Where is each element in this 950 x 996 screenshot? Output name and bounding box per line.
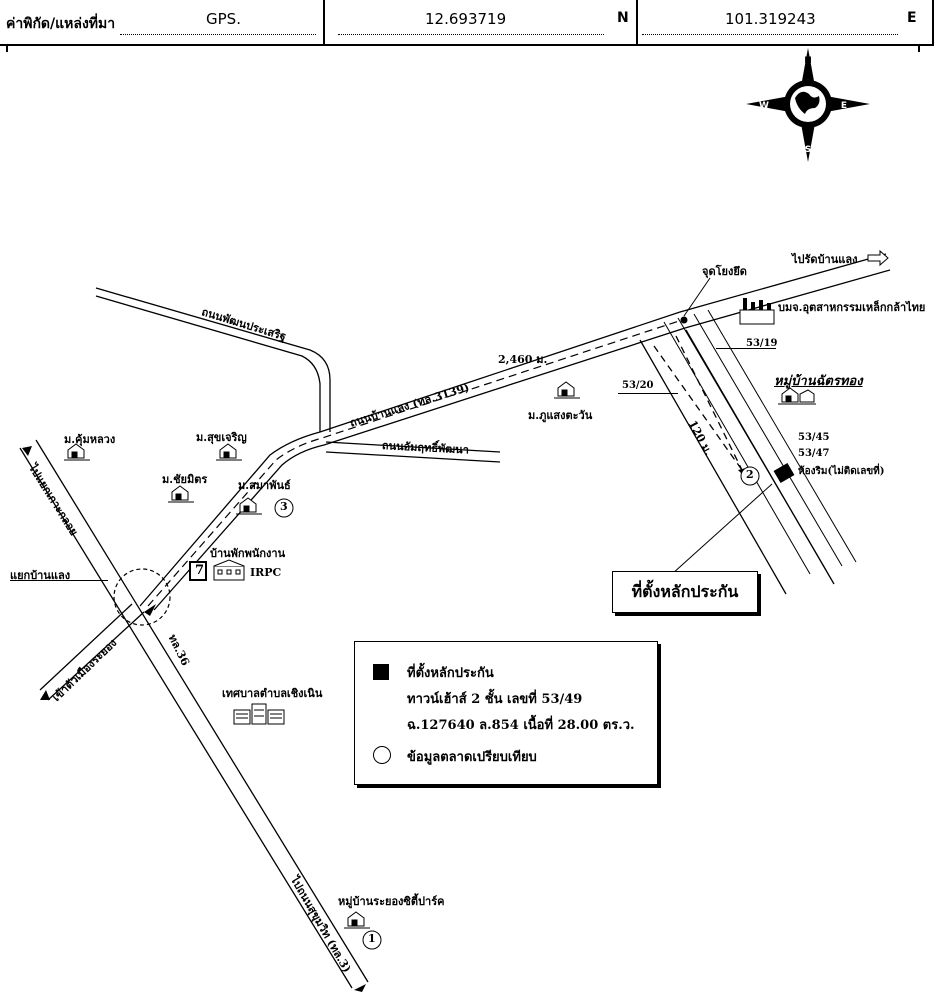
meeting-point-dot [680,316,688,324]
junction-label: แยกบ้านแลง [10,569,71,582]
marker-2-label: 2 [746,468,754,481]
steel-company-label: บมจ.อุตสาหกรรมเหล็กกล้าไทย [778,301,926,314]
latitude-value: 12.693719 [425,10,507,28]
map-legend: ที่ตั้งหลักประกัน ทาวน์เฮ้าส์ 2 ชั้น เลข… [354,641,658,785]
marker-3-label: 3 [280,500,288,513]
dotted-underline [120,34,316,35]
compass-e: E [841,101,847,111]
coordinate-header: ค่าพิกัด/แหล่งที่มา GPS. 12.693719 N 101… [0,0,934,46]
marker-circle-3 [274,498,294,518]
distance-main-label: 2,460 ม. [498,353,548,366]
road-highway-36 [19,439,369,989]
header-tick [918,44,920,52]
coordinate-source-label: ค่าพิกัด/แหล่งที่มา [6,16,116,32]
to-ban-chaeng-label: ไปรัดบ้านแลง [792,253,858,266]
marker-circle-1 [362,930,382,950]
road-phatthana-prachaseri [95,287,331,432]
marker-circle-2 [740,466,760,486]
samaphan-label: ม.สมาพันธ์ [238,479,291,492]
header-lat-cell [325,0,638,44]
employee-house-label: บ้านพักพนักงาน [210,547,286,560]
house-icon [64,381,816,929]
road-to-rayong-city [39,603,145,701]
khumluang-label: ม.คุ้มหลวง [64,433,116,446]
store-icon [189,561,207,581]
sukcharoen-label: ม.สุขเจริญ [196,431,247,444]
municipality-label: เทศบาลตำบลเชิงเนิน [222,687,323,700]
village-chattong-label: หมู่บ้านฉัตรทอง [774,374,863,389]
longitude-value: 101.319243 [725,10,816,28]
compass-w: W [759,101,769,111]
legend-collateral-swatch [373,664,389,680]
irpc-label: IRPC [250,566,282,579]
compass-icon: N S W E [746,48,870,162]
collateral-marker [773,462,795,484]
marker-1-label: 1 [368,932,376,945]
dotted-underline [642,34,898,35]
shop-no-number-label: ห้องริม(ไม่ติดเลขที่) [798,466,885,477]
compass-s: S [805,145,811,155]
plot-leader [618,393,678,394]
legend-comparison-swatch [373,746,391,764]
rayong-city-park-label: หมู่บ้านระยองซิตี้ปาร์ค [338,895,445,908]
legend-item1-line3: ฉ.127640 ล.854 เนื้อที่ 28.00 ตร.ว. [407,718,635,733]
longitude-direction: E [907,10,917,26]
plot-leader [716,348,776,349]
legend-item2: ข้อมูลตลาดเปรียบเทียบ [407,750,537,765]
collateral-callout: ที่ตั้งหลักประกัน [612,571,758,613]
townhouse-rows [663,309,857,575]
plot-5319: 53/19 [746,338,778,349]
plot-5320: 53/20 [622,380,654,391]
phusaengkhawan-label: ม.ภูแสงตะวัน [528,409,593,422]
header-lon-cell [638,0,934,44]
factory-icon [739,298,775,325]
chaimit-label: ม.ชัยมิตร [162,473,208,486]
municipality-icon [233,703,285,725]
road-amnuai [325,441,501,463]
plot-5345: 53/45 [798,432,830,443]
junction-circle [113,568,171,626]
meeting-point-label: จุดโยงยึด [702,265,747,278]
compass-n: N [804,56,812,66]
header-label-cell [0,0,325,44]
dotted-underline [338,34,604,35]
header-tick [6,44,8,52]
seven-eleven-label: 7 [195,563,205,578]
plot-5347: 53/47 [798,448,830,459]
arrow-icon [867,249,889,267]
junction-leader [10,580,108,581]
latitude-direction: N [617,10,629,26]
legend-item1-title: ที่ตั้งหลักประกัน [407,666,494,681]
road-ban-chaeng [139,253,891,611]
coordinate-source: GPS. [206,10,241,28]
building-icon [213,559,245,581]
legend-item1-line2: ทาวน์เฮ้าส์ 2 ชั้น เลขที่ 53/49 [407,692,583,707]
